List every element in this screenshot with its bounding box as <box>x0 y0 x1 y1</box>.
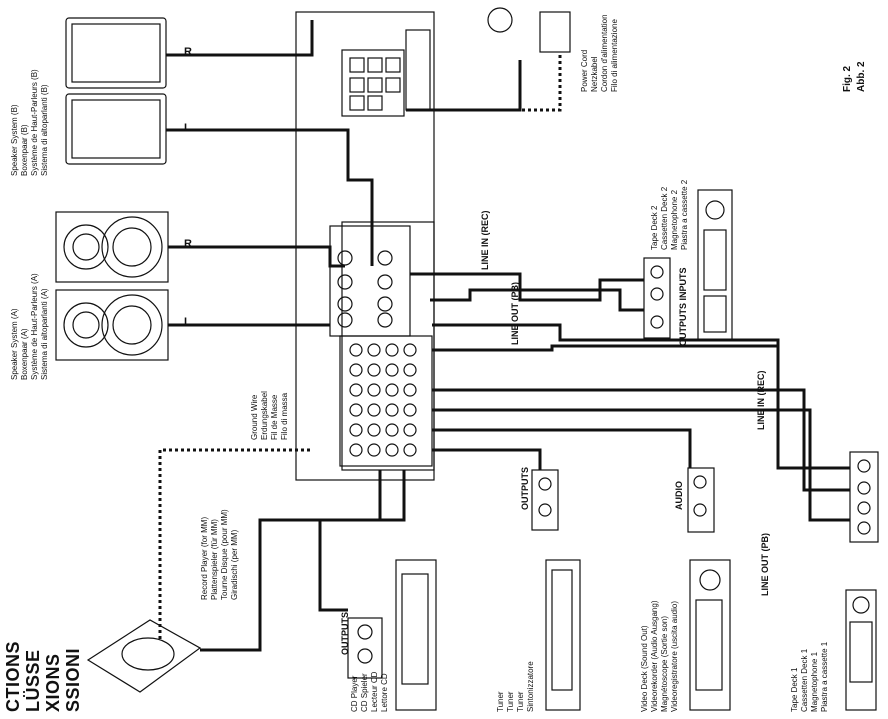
speaker-b-caption-4: Sistema di altoparlanti (B) <box>40 84 49 176</box>
speaker-b-left <box>65 93 167 165</box>
tape-deck-2-caption-1: Tape Deck 2 <box>650 205 659 250</box>
video-audio-label: AUDIO <box>674 481 684 510</box>
speaker-a-right-channel: R <box>184 238 192 250</box>
speaker-a-caption-4: Sistema di altoparlanti (A) <box>40 288 49 380</box>
line-in-rec-label-top: LINE IN (REC) <box>480 210 490 271</box>
speaker-a-caption-2: Boxenpaar (A) <box>20 328 29 380</box>
title-line-4: SSIONI <box>63 647 83 712</box>
ground-wire-caption-3: Fil de Masse <box>270 394 279 440</box>
power-cord-caption-2: Netzkabel <box>590 56 599 92</box>
power-plug <box>487 7 513 33</box>
record-player-caption-3: Tourne Disque (pour MM) <box>220 509 229 600</box>
speaker-b-caption-1: Speaker System (B) <box>10 104 19 176</box>
tape-deck-1-caption-1: Tape Deck 1 <box>790 667 799 712</box>
outputs-inputs-label: OUTPUTS INPUTS <box>678 267 688 346</box>
tuner-caption-3: Tuner <box>516 691 525 712</box>
tape-deck-1-caption-4: Piastra a cassette 1 <box>820 641 829 712</box>
record-player <box>86 619 202 693</box>
line-out-pb-label-top: LINE OUT (PB) <box>510 282 520 345</box>
tape-deck-2 <box>697 189 733 341</box>
video-deck-caption-3: Magnétoscope (Sortie son) <box>660 615 669 712</box>
tape-deck-2-caption-3: Magnetophone 2 <box>670 189 679 250</box>
tape-deck-1-caption-3: Magnetophone 1 <box>810 651 819 712</box>
power-cord-caption-4: Filo di alimentazione <box>610 19 619 92</box>
speaker-b-caption-3: Système de Haut-Parleurs (B) <box>30 69 39 176</box>
title-line-3: XIONS <box>43 653 63 712</box>
tape-deck-1 <box>845 589 877 711</box>
power-cord-caption-3: Cordon d'alimentation <box>600 14 609 92</box>
video-deck-caption-1: Video Deck (Sound Out) <box>640 625 649 712</box>
video-deck-caption-2: Videorekorder (Audio Ausgang) <box>650 600 659 712</box>
tuner <box>545 559 581 711</box>
video-deck-caption-4: Videoregistratore (uscita audio) <box>670 600 679 712</box>
tuner-caption-4: Sintonizzatore <box>526 661 535 712</box>
title-line-1: CTIONS <box>3 640 23 712</box>
line-out-pb-label: LINE OUT (PB) <box>760 533 770 596</box>
tape-deck-2-caption-2: Cassetten Deck 2 <box>660 186 669 250</box>
tape-deck-1-caption-2: Cassetten Deck 1 <box>800 648 809 712</box>
record-player-caption-4: Giradischi (per MM) <box>230 529 239 600</box>
speaker-b-right-channel: R <box>184 46 192 58</box>
tuner-caption-2: Tuner <box>506 691 515 712</box>
tape-deck-2-caption-4: Piastra a cassette 2 <box>680 179 689 250</box>
amplifier-rear-panel <box>341 221 435 471</box>
speaker-a-caption-3: Système de Haut-Parleurs (A) <box>30 273 39 380</box>
speaker-b-caption-2: Boxenpaar (B) <box>20 124 29 176</box>
record-player-caption-1: Record Player (for MM) <box>200 516 209 600</box>
video-deck <box>689 559 731 711</box>
cd-outputs-label: OUTPUTS <box>340 611 350 655</box>
speaker-a-caption-1: Speaker System (A) <box>10 308 19 380</box>
speaker-b-right <box>65 17 167 89</box>
speaker-b-left-channel: L <box>184 122 191 134</box>
cd-player-caption-2: CD Spieler <box>360 673 369 712</box>
line-in-rec-label: LINE IN (REC) <box>756 370 766 431</box>
speaker-a-left-channel: L <box>184 316 191 328</box>
power-cord-caption-1: Power Cord <box>580 49 589 92</box>
input-jacks <box>349 343 417 457</box>
ground-wire-caption-1: Ground Wire <box>250 394 259 440</box>
ground-wire-caption-2: Erdungskabel <box>260 391 269 440</box>
cd-player-caption-3: Lecteur CD <box>370 671 379 712</box>
ac-outlet-panel <box>341 49 405 117</box>
cd-player-caption-1: CD Player <box>350 675 359 712</box>
tuner-outputs-label: OUTPUTS <box>520 466 530 510</box>
record-player-caption-2: Plattenspieler (für MM) <box>210 519 219 600</box>
tuner-caption-1: Tuner <box>496 691 505 712</box>
figure-label-de: Abb. 2 <box>856 61 867 92</box>
cd-player <box>395 559 437 711</box>
figure-label-en: Fig. 2 <box>842 65 853 92</box>
title-line-2: LÜSSE <box>23 649 43 712</box>
ground-wire-caption-4: Filo di massa <box>280 392 289 440</box>
cd-player-caption-4: Lettore CD <box>380 673 389 712</box>
